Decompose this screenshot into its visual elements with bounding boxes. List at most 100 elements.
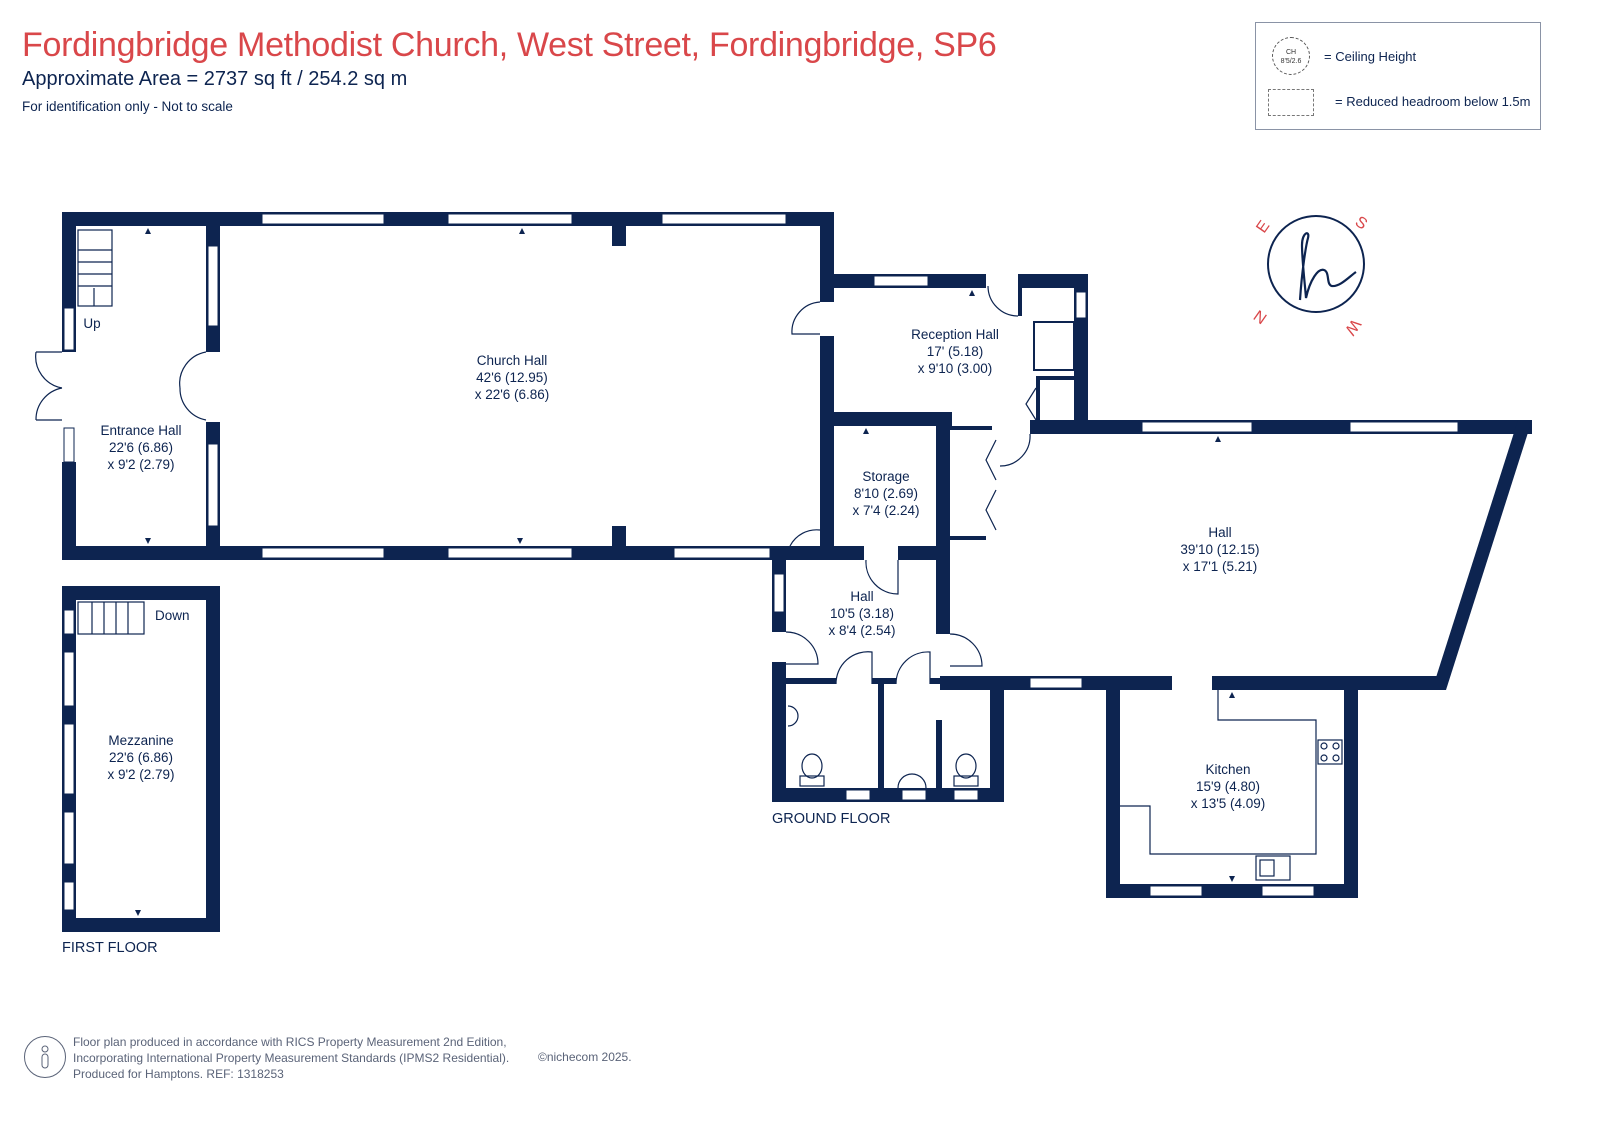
storage-dim1: 8'10 (2.69) bbox=[854, 486, 918, 501]
window bbox=[63, 811, 75, 865]
kitchen-name: Kitchen bbox=[1205, 762, 1250, 777]
window bbox=[673, 547, 771, 559]
mezzanine-dim1: 22'6 (6.86) bbox=[109, 750, 173, 765]
window bbox=[63, 609, 75, 635]
person-glyph bbox=[41, 1045, 49, 1069]
compass: E S W N bbox=[1251, 213, 1370, 338]
window bbox=[1261, 885, 1315, 897]
reduced-headroom-label: = Reduced headroom below 1.5m bbox=[1335, 94, 1531, 109]
door bbox=[895, 651, 931, 685]
door bbox=[785, 631, 819, 665]
door bbox=[835, 651, 873, 685]
church-hall-name: Church Hall bbox=[477, 353, 548, 368]
basin bbox=[897, 773, 927, 789]
fixtures bbox=[35, 229, 1343, 881]
wall bbox=[1018, 274, 1088, 288]
window bbox=[661, 213, 787, 225]
wall bbox=[1344, 676, 1358, 898]
door bbox=[949, 633, 983, 667]
wall bbox=[898, 546, 936, 560]
window bbox=[1029, 677, 1083, 689]
window bbox=[63, 427, 75, 463]
wall bbox=[786, 546, 822, 560]
ch-symbol-top: CH bbox=[1285, 49, 1297, 56]
hall-large-dim2: x 17'1 (5.21) bbox=[1183, 559, 1258, 574]
wall bbox=[936, 720, 942, 788]
compass-west: W bbox=[1341, 316, 1364, 339]
ground-floor bbox=[62, 212, 1532, 898]
wall bbox=[1036, 376, 1040, 432]
footer-line-3: Produced for Hamptons. REF: 1318253 bbox=[73, 1067, 284, 1081]
footer-line-1: Floor plan produced in accordance with R… bbox=[73, 1035, 507, 1049]
reception-hall-name: Reception Hall bbox=[911, 327, 999, 342]
wall bbox=[786, 678, 836, 684]
basin bbox=[787, 705, 799, 727]
wall bbox=[930, 678, 990, 684]
door bbox=[35, 387, 63, 421]
wall bbox=[990, 676, 1004, 802]
wall bbox=[62, 586, 220, 600]
window bbox=[873, 275, 929, 287]
cupboard-doors bbox=[1025, 387, 1037, 421]
church-hall-dim1: 42'6 (12.95) bbox=[476, 370, 548, 385]
toilet bbox=[801, 753, 823, 779]
stairs-down-label: Down bbox=[155, 608, 190, 623]
church-hall-dim2: x 22'6 (6.86) bbox=[475, 387, 550, 402]
reduced-headroom-icon bbox=[1268, 89, 1314, 116]
toilet bbox=[955, 753, 977, 779]
brand-mark-icon bbox=[1298, 232, 1357, 301]
wall bbox=[950, 536, 986, 540]
wall bbox=[62, 462, 76, 560]
door bbox=[865, 559, 899, 595]
hob-icon bbox=[1317, 739, 1343, 765]
window bbox=[63, 307, 75, 351]
window bbox=[261, 213, 385, 225]
mezzanine-dim2: x 9'2 (2.79) bbox=[107, 767, 174, 782]
first-floor bbox=[62, 586, 220, 932]
stairs-up-label: Up bbox=[83, 316, 100, 331]
entrance-hall-dim1: 22'6 (6.86) bbox=[109, 440, 173, 455]
storage-name: Storage bbox=[862, 469, 909, 484]
window bbox=[953, 789, 979, 801]
staircase-down bbox=[77, 601, 145, 635]
entrance-hall-name: Entrance Hall bbox=[100, 423, 181, 438]
wall bbox=[872, 678, 896, 684]
window bbox=[447, 547, 573, 559]
window bbox=[1149, 885, 1203, 897]
door bbox=[999, 433, 1031, 467]
door bbox=[987, 285, 1019, 317]
reception-hall-dim1: 17' (5.18) bbox=[927, 344, 984, 359]
wall bbox=[1040, 376, 1074, 380]
staircase-up bbox=[77, 229, 113, 307]
window bbox=[773, 573, 785, 613]
wall bbox=[820, 336, 834, 560]
window bbox=[63, 881, 75, 911]
ch-symbol-bottom: 8'5/2.6 bbox=[1280, 58, 1302, 65]
window bbox=[1141, 421, 1253, 433]
window bbox=[207, 245, 219, 327]
window bbox=[1075, 291, 1087, 319]
wall bbox=[1106, 884, 1358, 898]
ceiling-height-icon: CH 8'5/2.6 bbox=[1272, 37, 1310, 75]
ground-floor-label: GROUND FLOOR bbox=[772, 811, 890, 827]
hall-small-dim1: 10'5 (3.18) bbox=[830, 606, 894, 621]
wall bbox=[612, 212, 626, 246]
window bbox=[1349, 421, 1459, 433]
wall bbox=[206, 586, 220, 932]
kitchen-dim2: x 13'5 (4.09) bbox=[1191, 796, 1266, 811]
hall-small-name: Hall bbox=[850, 589, 873, 604]
door bbox=[179, 387, 207, 421]
legend-box: CH 8'5/2.6 = Ceiling Height = Reduced he… bbox=[1255, 22, 1541, 130]
footer-text: Floor plan produced in accordance with R… bbox=[73, 1034, 509, 1082]
window bbox=[261, 547, 385, 559]
hall-small-dim2: x 8'4 (2.54) bbox=[828, 623, 895, 638]
wall bbox=[834, 546, 864, 560]
wall bbox=[62, 918, 220, 932]
toilet-cistern bbox=[799, 775, 825, 787]
hall-large-name: Hall bbox=[1208, 525, 1231, 540]
door bbox=[789, 529, 821, 547]
compass-east: E bbox=[1253, 218, 1273, 236]
ceiling-height-label: = Ceiling Height bbox=[1324, 49, 1417, 64]
compass-south: S bbox=[1352, 213, 1370, 233]
